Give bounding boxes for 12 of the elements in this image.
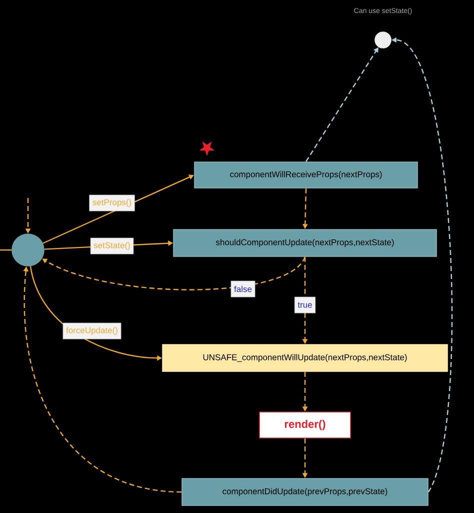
process-box: shouldComponentUpdate(nextProps,nextState) — [173, 229, 437, 257]
process-box: componentWillReceiveProps(nextProps) — [194, 162, 418, 188]
edge-label: setState() — [90, 238, 134, 254]
edge-label: setProps() — [89, 194, 135, 212]
edge-label: forceUpdate() — [62, 322, 122, 340]
edge-label: false — [230, 280, 256, 298]
circle — [374, 32, 392, 48]
edge-label: true — [294, 296, 316, 314]
process-box: componentDidUpdate(prevProps,prevState) — [182, 478, 428, 506]
process-box: render() — [259, 412, 351, 438]
process-box: UNSAFE_componentWillUpdate(nextProps,nextState) — [162, 344, 448, 372]
circle — [12, 234, 44, 266]
